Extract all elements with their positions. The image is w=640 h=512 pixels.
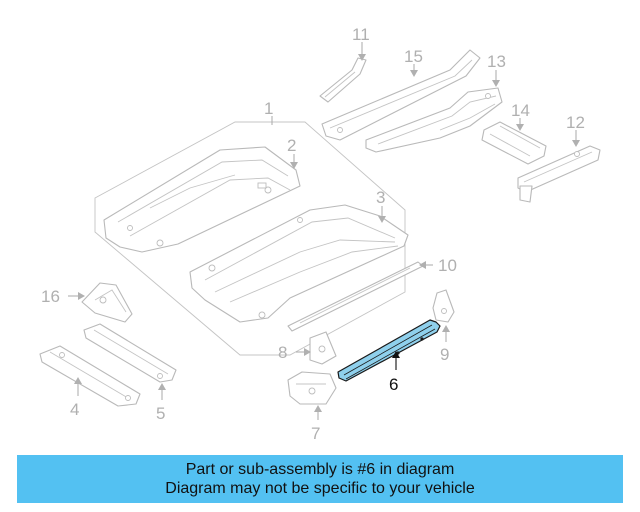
exploded-parts-diagram: 1 2 3 4 5 6 7 8 9 10 11 12 13 14 15 16 <box>39 25 601 443</box>
callout-16: 16 <box>41 287 60 306</box>
plate-part-8 <box>309 331 337 365</box>
callout-4: 4 <box>70 400 79 419</box>
front-floor-pan-part-2 <box>103 146 301 253</box>
bracket-part-7 <box>287 371 337 405</box>
rear-crossmember-part-12 <box>517 145 601 203</box>
banner-line-2: Diagram may not be specific to your vehi… <box>165 480 475 497</box>
callout-5: 5 <box>156 404 165 423</box>
callout-7: 7 <box>311 424 320 443</box>
highlighted-part-6[interactable] <box>337 319 441 382</box>
assembly-outline-part-1 <box>94 121 406 356</box>
callout-2: 2 <box>287 136 296 155</box>
callout-15: 15 <box>404 47 423 66</box>
rail-assembly-part-13 <box>365 87 503 153</box>
info-banner: Part or sub-assembly is #6 in diagram Di… <box>17 455 623 503</box>
callout-13: 13 <box>487 52 506 71</box>
side-sill-part-15 <box>321 49 481 141</box>
rear-floor-pan-part-3 <box>189 204 409 323</box>
callout-3: 3 <box>376 188 385 207</box>
callout-11: 11 <box>352 25 370 44</box>
bracket-part-11 <box>319 57 367 103</box>
crossmember-part-14 <box>481 121 547 165</box>
callout-8: 8 <box>278 343 287 362</box>
callout-1: 1 <box>264 99 273 118</box>
banner-line-1: Part or sub-assembly is #6 in diagram <box>185 461 455 478</box>
crossmember-part-4 <box>39 345 141 407</box>
bracket-part-16 <box>81 282 133 323</box>
crossmember-part-5 <box>83 323 177 383</box>
callout-14: 14 <box>511 101 530 120</box>
callout-12: 12 <box>566 113 585 132</box>
callout-9: 9 <box>440 345 449 364</box>
callout-leaders <box>68 42 580 420</box>
callout-10: 10 <box>438 256 457 275</box>
bracket-part-9 <box>432 289 455 323</box>
callout-6[interactable]: 6 <box>389 375 398 394</box>
